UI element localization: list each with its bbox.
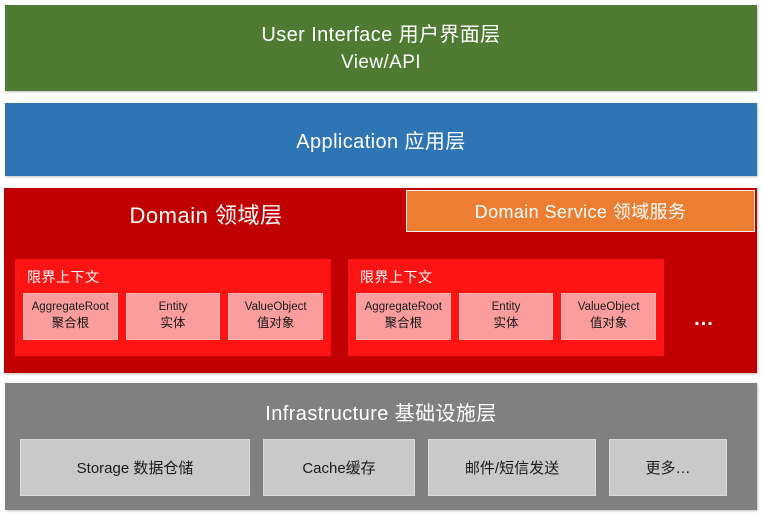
bounded-context-1: 限界上下文 AggregateRoot 聚合根 Entity 实体 ValueO… [15,259,331,356]
value-object-card: ValueObject 值对象 [228,293,324,340]
infrastructure-layer: Infrastructure 基础设施层 Storage 数据仓储 Cache缓… [5,383,757,510]
aggregate-root-card: AggregateRoot 聚合根 [356,293,451,340]
aggregate-root-card-en: AggregateRoot [364,301,443,313]
application-layer: Application 应用层 [5,103,757,176]
entity-card-en: Entity [158,301,188,313]
more-contexts-ellipsis-icon: ... [694,308,714,330]
infrastructure-card-more: 更多… [609,439,727,496]
value-object-card-en: ValueObject [244,301,307,313]
aggregate-root-card-cn: 聚合根 [384,316,423,330]
entity-card-en: Entity [491,301,521,313]
user-interface-layer-title: User Interface 用户界面层 [261,23,501,46]
infrastructure-card-cache: Cache缓存 [263,439,415,496]
infrastructure-card-storage: Storage 数据仓储 [20,439,250,496]
user-interface-layer: User Interface 用户界面层 View/API [5,5,757,91]
bounded-context-1-title: 限界上下文 [27,269,100,285]
entity-card: Entity 实体 [125,293,221,340]
user-interface-layer-subtitle: View/API [341,51,421,73]
domain-service-box: Domain Service 领域服务 [406,190,755,232]
value-object-card-en: ValueObject [577,301,640,313]
aggregate-root-card-cn: 聚合根 [51,316,90,330]
value-object-card-cn: 值对象 [589,316,628,330]
bounded-context-2-cards: AggregateRoot 聚合根 Entity 实体 ValueObject … [356,293,657,340]
entity-card: Entity 实体 [458,293,554,340]
domain-layer: Domain 领域层 Domain Service 领域服务 限界上下文 Agg… [4,188,757,373]
entity-card-cn: 实体 [493,316,519,330]
infrastructure-layer-title: Infrastructure 基础设施层 [265,403,497,425]
entity-card-cn: 实体 [160,316,186,330]
aggregate-root-card: AggregateRoot 聚合根 [23,293,118,340]
application-layer-title: Application 应用层 [296,131,466,153]
infrastructure-cards: Storage 数据仓储 Cache缓存 邮件/短信发送 更多… [20,439,742,496]
aggregate-root-card-en: AggregateRoot [31,301,110,313]
bounded-context-2-title: 限界上下文 [360,269,433,285]
bounded-context-1-cards: AggregateRoot 聚合根 Entity 实体 ValueObject … [23,293,324,340]
value-object-card-cn: 值对象 [256,316,295,330]
value-object-card: ValueObject 值对象 [561,293,657,340]
domain-layer-title: Domain 领域层 [129,203,283,228]
infrastructure-card-messaging: 邮件/短信发送 [428,439,596,496]
bounded-context-2: 限界上下文 AggregateRoot 聚合根 Entity 实体 ValueO… [348,259,664,356]
